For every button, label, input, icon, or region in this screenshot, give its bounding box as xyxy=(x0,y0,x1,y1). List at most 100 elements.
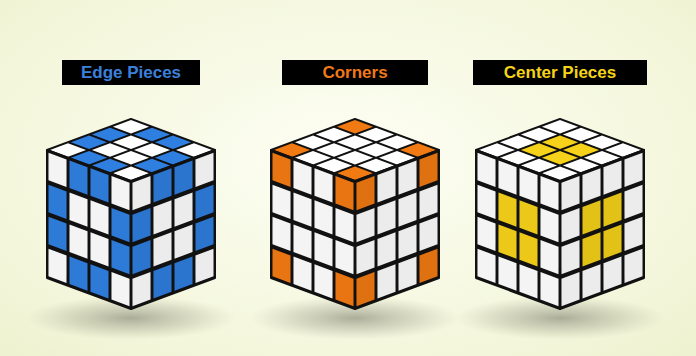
cube-sticker xyxy=(519,200,537,234)
cube-sticker xyxy=(477,249,495,283)
cube-sticker xyxy=(603,225,621,259)
cube-sticker xyxy=(561,208,579,242)
cube-sticker xyxy=(272,185,290,219)
cube-sticker xyxy=(419,153,437,187)
cube-sticker xyxy=(111,176,129,210)
cube-sticker xyxy=(519,168,537,202)
rubiks-cube xyxy=(250,119,460,340)
label-box: Corners xyxy=(282,60,428,85)
cube-sticker xyxy=(398,193,416,227)
cube-sticker xyxy=(335,208,353,242)
right-face xyxy=(560,150,644,309)
cube-sticker xyxy=(356,208,374,242)
left-face xyxy=(47,150,131,309)
cube-sticker xyxy=(111,272,129,306)
cube-sticker xyxy=(377,200,395,234)
cube-sticker xyxy=(582,200,600,234)
cube-sticker xyxy=(69,225,87,259)
cube-sticker xyxy=(540,208,558,242)
cube-sticker xyxy=(582,232,600,266)
cube-sticker xyxy=(111,240,129,274)
cube-sticker xyxy=(174,161,192,195)
cube-sticker xyxy=(477,185,495,219)
cube-sticker xyxy=(398,161,416,195)
cube-sticker xyxy=(335,176,353,210)
cube-sticker xyxy=(377,264,395,298)
cube-sticker xyxy=(498,193,516,227)
label-box: Center Pieces xyxy=(473,60,647,85)
cube-sticker xyxy=(113,120,149,133)
cube-sticker xyxy=(272,249,290,283)
cube-sticker xyxy=(195,217,213,251)
label-text: Edge Pieces xyxy=(81,64,181,81)
cube-sticker xyxy=(624,217,642,251)
cube-sticker xyxy=(314,232,332,266)
cube-sticker xyxy=(153,232,171,266)
cube-sticker xyxy=(48,217,66,251)
cube-sticker xyxy=(624,153,642,187)
cube-sticker xyxy=(69,193,87,227)
cube-sticker xyxy=(153,200,171,234)
cube-sticker xyxy=(90,168,108,202)
cube-sticker xyxy=(498,225,516,259)
cube-sticker xyxy=(477,217,495,251)
cube-sticker xyxy=(314,168,332,202)
cube-sticker xyxy=(132,272,150,306)
cube-sticker xyxy=(132,240,150,274)
cube-sticker xyxy=(561,240,579,274)
cube-sticker xyxy=(174,193,192,227)
cube-sticker xyxy=(293,161,311,195)
cube-sticker xyxy=(603,257,621,291)
cube-sticker xyxy=(272,217,290,251)
cube-sticker xyxy=(498,257,516,291)
cube-sticker xyxy=(540,272,558,306)
cube-sticker xyxy=(477,153,495,187)
cube-sticker xyxy=(293,193,311,227)
cube-sticker xyxy=(69,161,87,195)
cube-sticker xyxy=(377,168,395,202)
cube-sticker xyxy=(356,240,374,274)
cube-sticker xyxy=(419,249,437,283)
cube-sticker xyxy=(603,193,621,227)
cube-sticker xyxy=(561,176,579,210)
cube-group xyxy=(26,119,665,340)
cube-sticker xyxy=(111,208,129,242)
cube-sticker xyxy=(542,120,578,133)
label-text: Corners xyxy=(322,64,387,81)
cube-sticker xyxy=(335,240,353,274)
cube-sticker xyxy=(603,161,621,195)
cube-sticker xyxy=(153,168,171,202)
cube-sticker xyxy=(498,161,516,195)
cube-sticker xyxy=(174,257,192,291)
cube-sticker xyxy=(48,249,66,283)
cube-sticker xyxy=(272,153,290,187)
cube-sticker xyxy=(90,232,108,266)
cube-sticker xyxy=(153,264,171,298)
right-face xyxy=(355,150,439,309)
cube-sticker xyxy=(419,217,437,251)
left-face xyxy=(476,150,560,309)
cube-sticker xyxy=(519,232,537,266)
right-face xyxy=(131,150,215,309)
label-text: Center Pieces xyxy=(504,64,616,81)
cube-sticker xyxy=(561,272,579,306)
cube-sticker xyxy=(293,257,311,291)
cube-sticker xyxy=(48,153,66,187)
cube-sticker xyxy=(398,225,416,259)
rubiks-cube xyxy=(26,119,236,340)
cube-sticker xyxy=(174,225,192,259)
cube-sticker xyxy=(519,264,537,298)
cube-sticker xyxy=(335,272,353,306)
cube-sticker xyxy=(132,176,150,210)
cube-sticker xyxy=(540,240,558,274)
rubiks-cube xyxy=(455,119,665,340)
cube-sticker xyxy=(314,200,332,234)
cube-sticker xyxy=(48,185,66,219)
cube-sticker xyxy=(582,264,600,298)
cube-sticker xyxy=(69,257,87,291)
cube-sticker xyxy=(293,225,311,259)
cube-sticker xyxy=(337,120,373,133)
cube-sticker xyxy=(356,272,374,306)
cube-sticker xyxy=(195,185,213,219)
